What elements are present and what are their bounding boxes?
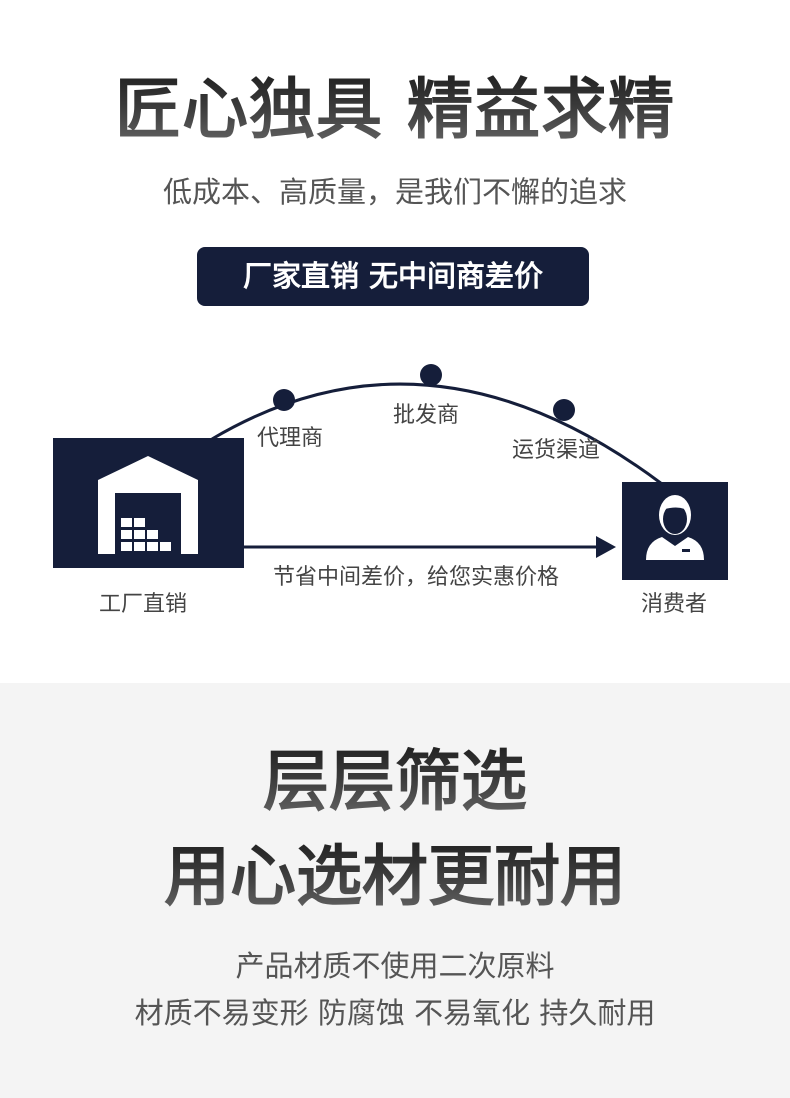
label-direct-savings: 节省中间差价，给您实惠价格 [273, 565, 560, 590]
label-agent: 代理商 [257, 426, 324, 451]
headline-craftsmanship: 匠心独具 精益求精 [0, 68, 790, 152]
headline-durable-material: 用心选材更耐用 [0, 835, 790, 919]
label-consumer: 消费者 [641, 592, 708, 617]
warehouse-icon [98, 456, 198, 554]
dot-wholesaler [420, 364, 442, 386]
dot-shipping [553, 399, 575, 421]
desc-no-recycled-material: 产品材质不使用二次原料 [235, 949, 555, 983]
factory-box [53, 438, 244, 568]
arrow-head-icon [596, 536, 616, 558]
label-wholesaler: 批发商 [393, 403, 460, 428]
diagram-lines [211, 364, 663, 558]
supply-chain-diagram: 代理商 批发商 运货渠道 节省中间差价，给您实惠价格 工厂直销 消费者 [53, 364, 728, 617]
intermediary-arc [211, 382, 663, 486]
label-factory-direct: 工厂直销 [99, 592, 188, 617]
section-material-selection [0, 683, 790, 1098]
subheadline-low-cost: 低成本、高质量，是我们不懈的追求 [162, 175, 627, 209]
label-shipping-channel: 运货渠道 [512, 438, 601, 463]
headline-layered-screening: 层层筛选 [0, 740, 790, 824]
dot-agent [273, 389, 295, 411]
factory-direct-badge: 厂家直销 无中间商差价 [197, 247, 589, 306]
person-icon [646, 495, 704, 560]
desc-material-features: 材质不易变形 防腐蚀 不易氧化 持久耐用 [134, 996, 656, 1030]
consumer-box [622, 482, 728, 580]
